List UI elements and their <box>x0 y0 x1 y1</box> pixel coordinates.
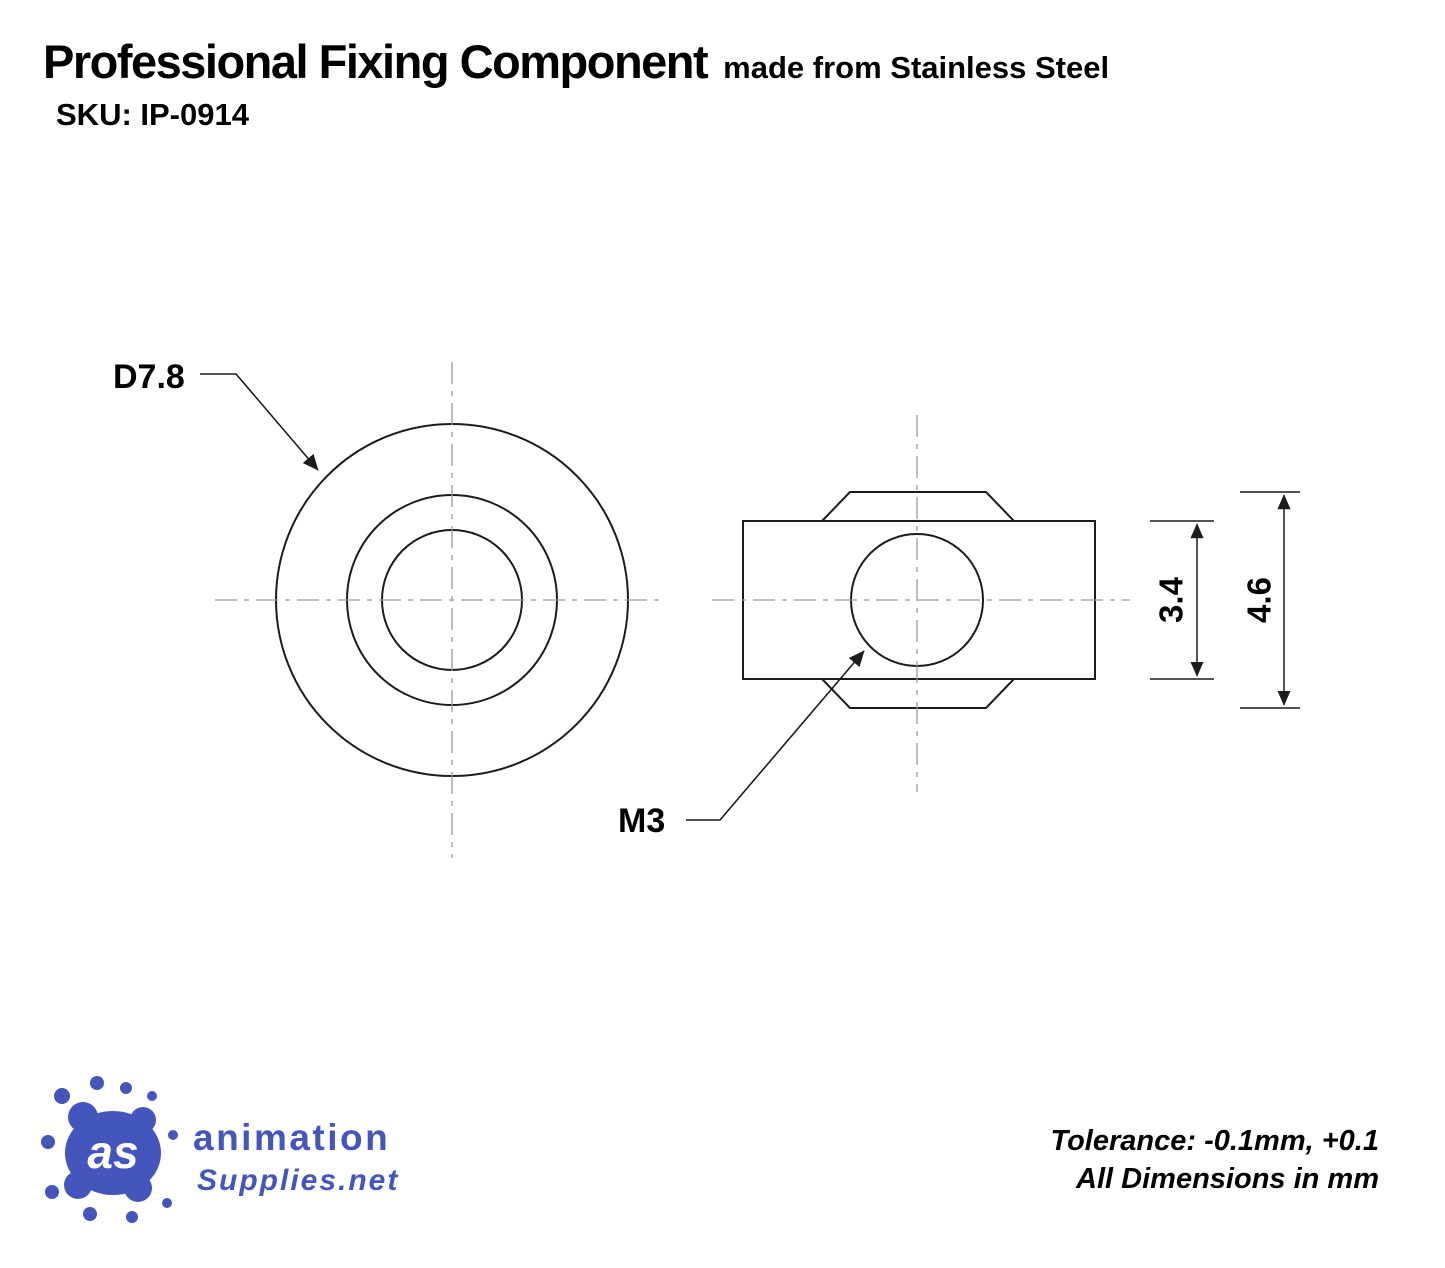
logo: as animation Supplies.net <box>41 1076 399 1223</box>
leader-thread: M3 <box>618 650 865 840</box>
centerlines <box>215 362 1130 858</box>
title-line: Professional Fixing Component made from … <box>43 34 1109 89</box>
thread-leader-line <box>686 650 865 821</box>
leader-diameter: D7.8 <box>113 358 319 471</box>
diameter-label: D7.8 <box>113 358 185 396</box>
logo-monogram: as <box>87 1126 138 1178</box>
drawing-header: Professional Fixing Component made from … <box>43 34 1109 133</box>
logo-wordmark-sub: Supplies.net <box>197 1164 399 1197</box>
thread-label: M3 <box>618 802 665 840</box>
dimension-inner: 3.4 <box>1150 520 1214 680</box>
logo-wordmark: animation <box>193 1117 390 1158</box>
sku-label: SKU: IP-0914 <box>56 97 249 132</box>
diameter-leader-line <box>200 373 319 471</box>
tolerance-line: Tolerance: -0.1mm, +0.1 <box>1050 1125 1379 1157</box>
dimension-unit-note: All Dimensions in mm <box>1076 1163 1379 1196</box>
dimension-outer: 4.6 <box>1240 491 1300 709</box>
ink-splat-icon <box>41 1076 178 1223</box>
dim-inner-label: 3.4 <box>1153 576 1190 623</box>
dim-outer-label: 4.6 <box>1241 577 1278 623</box>
page-title: Professional Fixing Component <box>43 35 709 88</box>
page-subtitle: made from Stainless Steel <box>723 50 1110 85</box>
tolerance-note: Tolerance: -0.1mm, +0.1 All Dimensions i… <box>1050 1122 1379 1199</box>
